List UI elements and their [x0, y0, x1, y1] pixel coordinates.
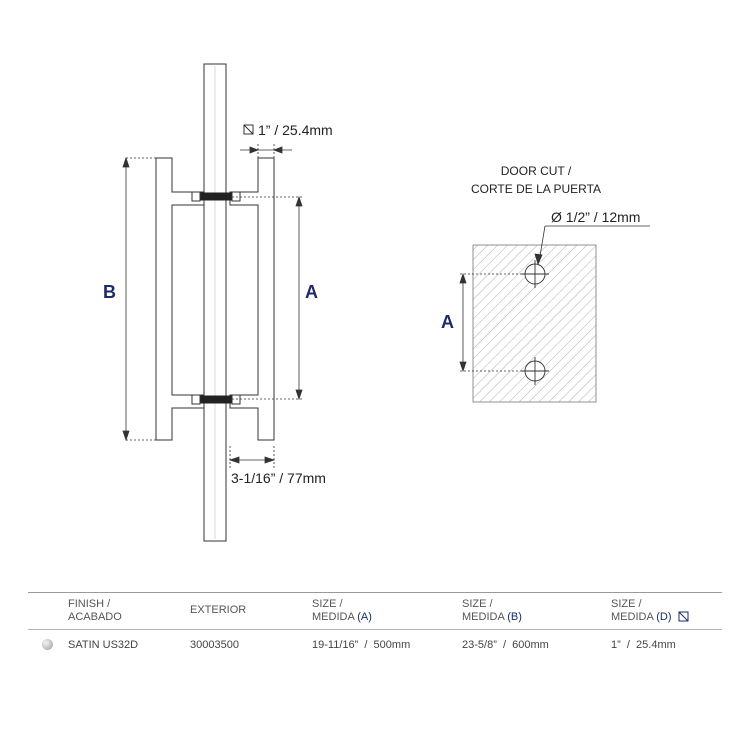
table-header: FINISH / ACABADO EXTERIOR SIZE / MEDIDA … [28, 593, 722, 630]
right-handle-outline [229, 157, 275, 441]
square-section-icon [243, 124, 254, 135]
dimension-b-label: B [103, 282, 116, 302]
bottom-fastener [199, 395, 233, 404]
left-handle-outline [155, 157, 205, 441]
bar-size-label: 1” / 25.4mm [258, 122, 333, 138]
door-cut-dimension-line [459, 272, 524, 373]
top-hole [521, 260, 549, 288]
header-finish: FINISH / ACABADO [68, 598, 122, 624]
header-size-d-key: (D) [656, 611, 672, 623]
finish-swatch-icon [42, 639, 53, 650]
top-fastener [199, 192, 233, 201]
hole-size-label: Ø 1/2” / 12mm [551, 209, 640, 225]
projection-dimension [228, 446, 276, 468]
header-size-b-line2: MEDIDA [462, 611, 505, 623]
hole-size-leader [534, 225, 650, 266]
row-size-a: 19-11/16” / 500mm [312, 639, 411, 651]
bottom-hole [521, 357, 549, 385]
door-cut-title-en: DOOR CUT / [501, 164, 572, 178]
bar-size-dimension [240, 144, 292, 158]
header-finish-line2: ACABADO [68, 611, 122, 623]
header-size-b-line1: SIZE / [462, 598, 493, 610]
spec-table: FINISH / ACABADO EXTERIOR SIZE / MEDIDA … [28, 592, 722, 660]
header-size-a-key: (A) [357, 611, 372, 623]
row-size-b: 23-5/8” / 600mm [462, 639, 549, 651]
header-finish-line1: FINISH / [68, 598, 111, 610]
door-cut-title-es: CORTE DE LA PUERTA [471, 182, 601, 196]
door-cut-dimension-label: A [441, 312, 454, 332]
table-row: SATIN US32D 30003500 19-11/16” / 500mm 2… [28, 630, 722, 660]
row-finish: SATIN US32D [68, 639, 139, 651]
dimension-a-label: A [305, 282, 318, 302]
header-size-d: SIZE / MEDIDA (D) [611, 598, 689, 624]
row-exterior: 30003500 [190, 639, 239, 651]
header-size-d-line1: SIZE / [611, 598, 642, 610]
header-size-a-line1: SIZE / [312, 598, 343, 610]
dimension-a-line [232, 195, 303, 401]
header-size-d-line2: MEDIDA [611, 611, 654, 623]
header-size-a: SIZE / MEDIDA (A) [312, 598, 372, 624]
row-size-d: 1” / 25.4mm [611, 639, 676, 651]
projection-label: 3-1/16” / 77mm [231, 470, 326, 486]
header-size-b-key: (B) [507, 611, 522, 623]
header-size-b: SIZE / MEDIDA (B) [462, 598, 522, 624]
header-size-a-line2: MEDIDA [312, 611, 355, 623]
dimension-b-line [122, 156, 156, 442]
header-exterior: EXTERIOR [190, 604, 247, 616]
square-section-icon [678, 611, 689, 622]
technical-drawing: B A 1” / 25.4mm 3-1/16” / 77mm DOOR CUT … [103, 63, 650, 542]
pull-handle-assembly [155, 63, 275, 542]
